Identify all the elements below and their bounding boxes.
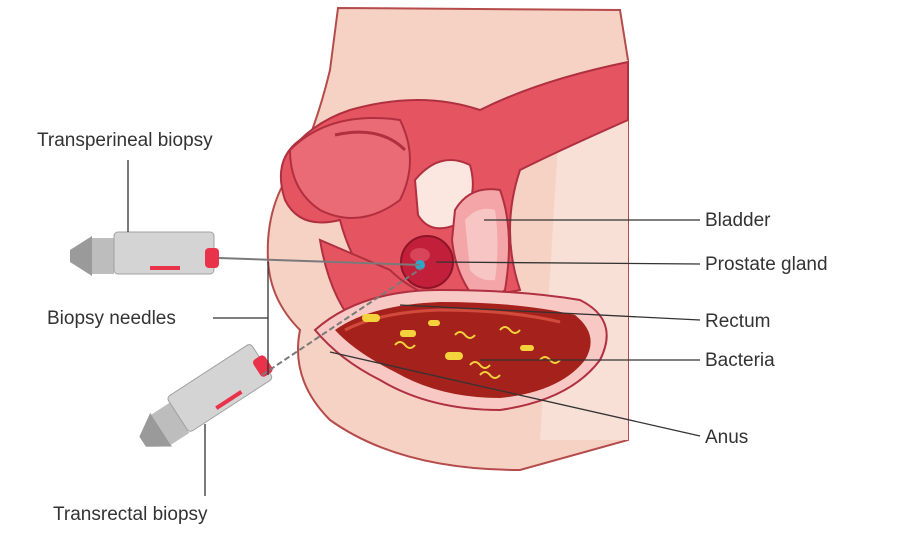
- leader-lines: [127, 160, 701, 496]
- label-transrectal-biopsy: Transrectal biopsy: [53, 504, 208, 525]
- transrectal-syringe: [139, 267, 423, 447]
- label-biopsy-needles: Biopsy needles: [47, 308, 176, 329]
- label-rectum: Rectum: [705, 311, 771, 332]
- transperineal-syringe: [70, 231, 421, 276]
- label-anus: Anus: [705, 427, 749, 448]
- prostate-organ: [400, 235, 454, 289]
- label-transperineal-biopsy: Transperineal biopsy: [37, 130, 213, 151]
- label-prostate-gland: Prostate gland: [705, 254, 828, 275]
- label-bacteria: Bacteria: [705, 350, 775, 371]
- label-bladder: Bladder: [705, 210, 771, 231]
